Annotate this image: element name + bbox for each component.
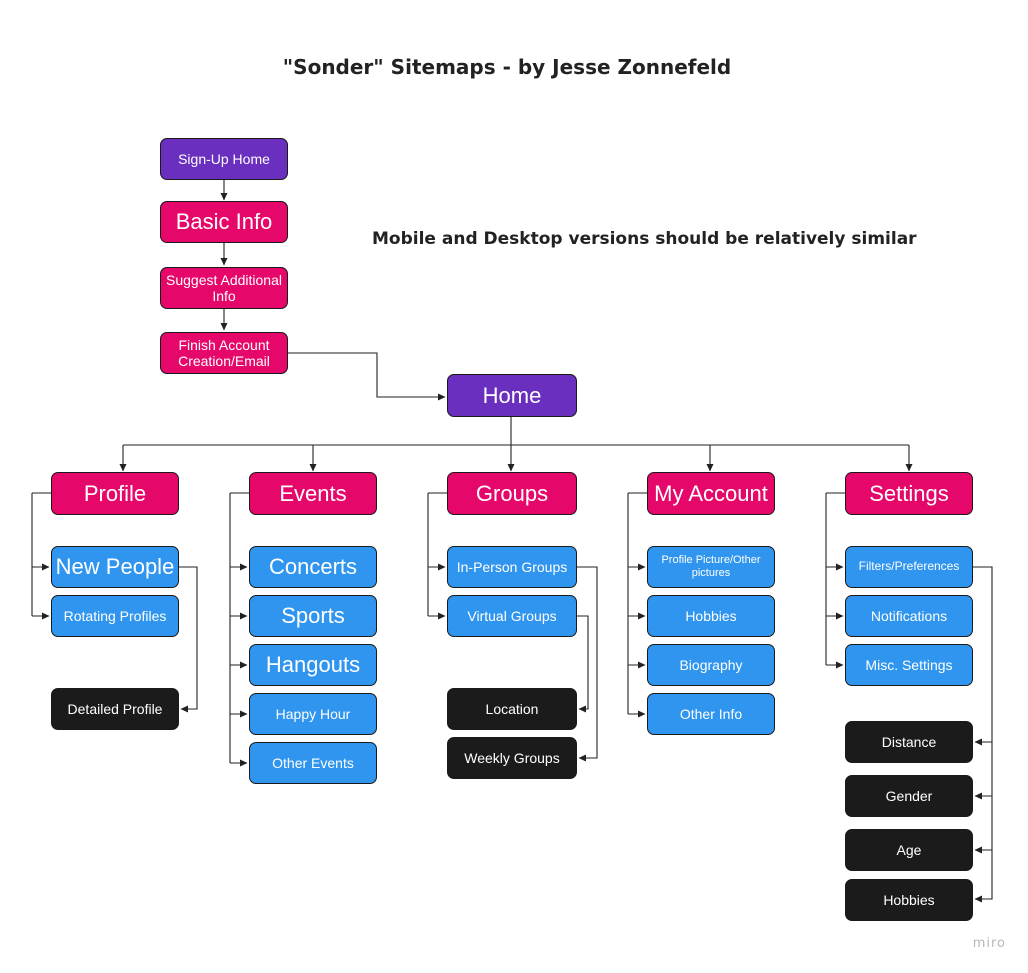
home-node: Home — [447, 374, 577, 417]
weekly-groups-node: Weekly Groups — [447, 737, 577, 779]
finish-account-node: Finish Account Creation/Email — [160, 332, 288, 374]
detailed-profile-node: Detailed Profile — [51, 688, 179, 730]
in-person-groups-node: In-Person Groups — [447, 546, 577, 588]
happy-hour-node: Happy Hour — [249, 693, 377, 735]
location-node: Location — [447, 688, 577, 730]
profile-node: Profile — [51, 472, 179, 515]
new-people-node: New People — [51, 546, 179, 588]
biography-node: Biography — [647, 644, 775, 686]
signup-home-node: Sign-Up Home — [160, 138, 288, 180]
concerts-node: Concerts — [249, 546, 377, 588]
profile-picture-node: Profile Picture/Other pictures — [647, 546, 775, 588]
notifications-node: Notifications — [845, 595, 973, 637]
settings-node: Settings — [845, 472, 973, 515]
sports-node: Sports — [249, 595, 377, 637]
events-node: Events — [249, 472, 377, 515]
gender-node: Gender — [845, 775, 973, 817]
hangouts-node: Hangouts — [249, 644, 377, 686]
diagram-note: Mobile and Desktop versions should be re… — [372, 229, 917, 249]
my-account-node: My Account — [647, 472, 775, 515]
basic-info-node: Basic Info — [160, 201, 288, 243]
diagram-title: "Sonder" Sitemaps - by Jesse Zonnefeld — [282, 55, 732, 79]
miro-watermark: miro — [972, 936, 1006, 951]
other-events-node: Other Events — [249, 742, 377, 784]
suggest-additional-info-node: Suggest Additional Info — [160, 267, 288, 309]
settings-hobbies-node: Hobbies — [845, 879, 973, 921]
hobbies-node: Hobbies — [647, 595, 775, 637]
groups-node: Groups — [447, 472, 577, 515]
distance-node: Distance — [845, 721, 973, 763]
virtual-groups-node: Virtual Groups — [447, 595, 577, 637]
misc-settings-node: Misc. Settings — [845, 644, 973, 686]
rotating-profiles-node: Rotating Profiles — [51, 595, 179, 637]
age-node: Age — [845, 829, 973, 871]
other-info-node: Other Info — [647, 693, 775, 735]
filters-preferences-node: Filters/Preferences — [845, 546, 973, 588]
